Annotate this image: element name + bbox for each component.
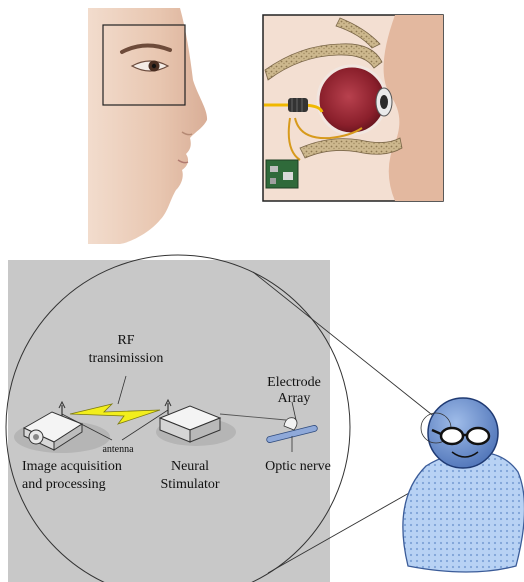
image-acquisition-label-line1: Image acquisition	[22, 459, 122, 474]
optic-nerve-label: Optic nerve	[265, 459, 331, 474]
electrode-label-line1: Electrode	[267, 375, 321, 390]
image-acquisition-label-line2: and processing	[22, 477, 106, 492]
neural-stimulator-label-line2: Stimulator	[160, 477, 219, 492]
system-diagram-panel: RF transimission Electrode Array antenna…	[6, 255, 436, 582]
antenna-label: antenna	[102, 444, 134, 455]
eye-implant-cross-section-icon	[263, 15, 443, 201]
face-profile-icon	[88, 8, 207, 244]
electrode-label-line2: Array	[278, 391, 311, 406]
neural-stimulator-label-line1: Neural	[171, 459, 209, 474]
rf-label-line2: transimission	[89, 351, 164, 366]
person-with-glasses-icon	[403, 398, 524, 572]
rf-label-line1: RF	[117, 333, 134, 348]
